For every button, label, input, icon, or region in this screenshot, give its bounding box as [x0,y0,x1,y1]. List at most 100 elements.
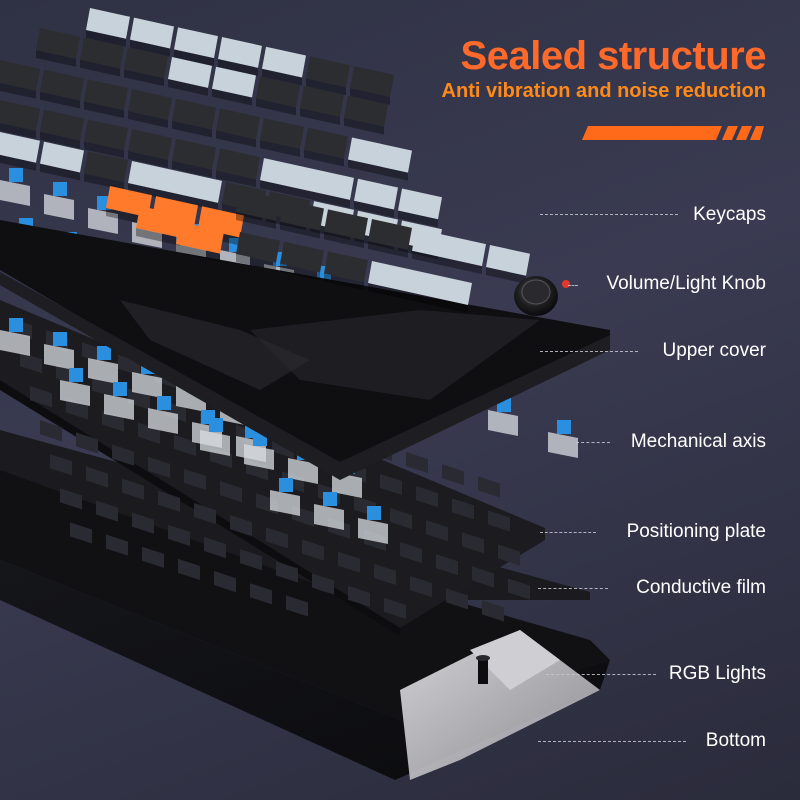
plate-hole [266,527,288,549]
keycap [398,188,442,228]
plate-hole [132,512,154,534]
plate-hole [462,532,484,554]
upper-cover [0,220,610,480]
callout-line-conductive-film [538,588,608,589]
keycap [40,141,84,181]
plate-hole [390,507,412,530]
label-upper-cover: Upper cover [662,340,767,361]
switch [44,332,74,370]
label-positioning-plate: Positioning plate [626,521,766,542]
switch [0,168,30,206]
keycap [304,127,348,167]
keycap [256,76,300,116]
plate-hole [184,468,206,491]
keycap [486,245,530,284]
keycap [324,209,368,249]
plate-hole [86,466,108,488]
plate-hole [400,541,422,564]
plate-hole [374,563,396,585]
plate-hole [348,585,370,607]
plate-hole [128,388,150,410]
keycap [36,28,80,67]
keycap [354,178,398,218]
keycap [260,118,304,157]
keycap [280,199,324,239]
callout-line-upper-cover [540,351,638,352]
headline-title: Sealed structure [460,34,767,78]
plate-hole [478,476,500,498]
plate-hole [168,524,190,546]
keycap [216,148,260,188]
keycap [128,89,172,128]
keycap [40,69,84,109]
plate-hole [416,486,438,508]
keycap [412,228,486,275]
keycap [40,109,84,149]
switch [314,492,344,530]
plate-hole [380,473,402,496]
switch [44,182,74,220]
keycap [236,190,280,229]
accent-stripe-bar [582,126,764,140]
keycap [236,232,280,271]
plate-hole [194,502,216,525]
keycap [84,119,128,159]
callout-line-mechanical-axis [576,442,610,443]
keycap [260,158,354,208]
plate-hole [436,554,458,576]
headline-subtitle: Anti vibration and noise reduction [441,80,766,102]
keycap [300,86,344,125]
label-mechanical-axis: Mechanical axis [630,431,766,452]
label-knob: Volume/Light Knob [606,273,766,294]
keycap [368,219,412,258]
keycap [0,132,40,171]
plate-hole [426,520,448,542]
switch [270,478,300,516]
plate-hole [20,352,42,374]
keycap [84,79,128,119]
plate-hole [40,420,62,442]
bottom-silver-edge [400,630,600,780]
plate-hole [488,510,510,532]
switch [358,506,388,544]
keycap [212,66,256,106]
plate-hole [312,573,334,595]
plate-hole [302,539,324,561]
keycap [130,17,174,57]
plate-hole [204,537,226,559]
plate-hole [508,578,530,600]
plate-hole [384,597,406,620]
plate-hole [220,481,242,503]
plate-hole [148,456,170,478]
plate-hole [158,490,180,512]
keycap [124,47,168,87]
plate-hole [76,432,98,454]
plate-hole [442,464,464,486]
plate-hole [102,410,124,432]
plate-hole [286,595,308,617]
plate-hole [410,576,432,598]
volume-light-knob [514,276,570,316]
plate-hole [174,434,196,457]
plate-hole [338,551,360,573]
switch [60,368,90,406]
keycap [84,151,128,191]
label-conductive-film: Conductive film [636,577,766,598]
keycap [174,27,218,67]
callout-line-knob [568,285,578,286]
keycap [136,206,184,246]
callout-line-rgb-lights [546,674,656,675]
keycaps-layer [0,8,530,314]
keycap [86,8,130,47]
plate-hole [406,451,428,474]
keycap [128,161,222,211]
label-rgb-lights: RGB Lights [668,663,766,684]
plate-hole [498,544,520,566]
plate-hole [66,398,88,420]
switch [88,346,118,384]
switch [104,382,134,420]
keycap [350,66,394,105]
keycap [176,222,224,262]
callout-line-bottom [538,741,686,742]
keycap [218,37,262,76]
